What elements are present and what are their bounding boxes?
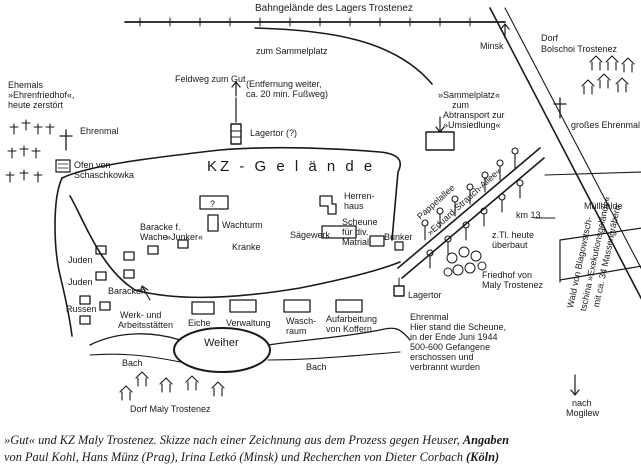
label-ofen-2: Schaschkowka: [74, 170, 135, 180]
label-werk-1: Werk- und: [120, 310, 162, 320]
camp-buildings: [79, 195, 385, 325]
label-wasch-2: raum: [286, 326, 307, 336]
label-sammelplatz-3: Abtransport zur: [443, 110, 505, 120]
label-russen: Russen: [66, 304, 97, 314]
friedhof-trees: [443, 246, 487, 277]
camp-boundary: [61, 147, 402, 241]
label-ehrenmal-right: Ehrenmal: [410, 312, 449, 322]
label-zum-sammelplatz: zum Sammelplatz: [256, 46, 328, 56]
label-bach-right: Bach: [306, 362, 327, 372]
road-to-sammelplatz: [254, 27, 433, 85]
label-ehemals-3: heute zerstört: [8, 100, 64, 110]
label-dorf-maly: Dorf Maly Trostenez: [130, 404, 211, 414]
caption-line-2: von Paul Kohl, Hans Münz (Prag), Irina L…: [4, 449, 640, 466]
maly-village-houses: [119, 371, 225, 401]
label-eiche: Eiche: [188, 318, 211, 328]
ehrenfriedhof-crosses: [5, 119, 55, 183]
label-sammelplatz-4: »Umsiedlung«: [443, 120, 501, 130]
label-muellhalde: Müllhalde: [584, 201, 623, 211]
label-km13: km 13: [516, 210, 541, 220]
label-entfernung-1: (Entfernung weiter,: [246, 79, 322, 89]
label-minsk: Minsk: [480, 41, 504, 51]
label-bunker: Bunker: [384, 232, 413, 242]
label-verwaltung: Verwaltung: [226, 318, 271, 328]
caption-line-1-bold: Angaben: [462, 433, 510, 447]
label-aufarbeitung-2: von Koffern: [326, 324, 372, 334]
label-juden-1: Juden: [68, 255, 93, 265]
label-kz-gelaende: KZ - G e l ä n d e: [207, 158, 376, 175]
label-werk-2: Arbeitsstätten: [118, 320, 174, 330]
label-nach-1: nach: [572, 398, 592, 408]
label-friedhof-1: Friedhof von: [482, 270, 533, 280]
caption-line-2-bold: (Köln): [466, 450, 500, 464]
label-ofen-1: Ofen von: [74, 160, 111, 170]
label-baracke-wache-2: Wache: [140, 232, 168, 242]
label-ehemals-1: Ehemals: [8, 80, 44, 90]
label-weiher: Weiher: [204, 337, 239, 349]
pond: [173, 327, 271, 373]
label-ueberbaut-1: z.Tl. heute: [492, 230, 535, 240]
bolschoi-village-houses: [581, 55, 635, 95]
label-ehrenmal-text-3: 500-600 Gefangene: [410, 342, 491, 352]
road-to-minsk: [489, 7, 641, 300]
label-ehrenmal-text-5: verbrannt wurden: [410, 362, 481, 372]
label-bahngelaende: Bahngelände des Lagers Trostenez: [255, 3, 413, 14]
label-grosses-ehrenmal: großes Ehrenmal: [571, 120, 641, 130]
label-lagertor: Lagertor: [408, 290, 442, 300]
label-bach-left: Bach: [122, 358, 143, 368]
sammelplatz-box: [425, 131, 455, 151]
label-lagertor-q: Lagertor (?): [250, 128, 298, 138]
label-juden-2: Juden: [68, 277, 93, 287]
ofen-marker: [55, 159, 71, 173]
label-ehrenmal-left: Ehrenmal: [80, 126, 119, 136]
label-baracke-wache-1: Baracke f.: [140, 222, 181, 232]
forest-boundary: [559, 227, 641, 283]
label-herrenhaus-1: Herren-: [344, 191, 375, 201]
label-ehrenmal-text-2: in der Ende Juni 1944: [410, 332, 498, 342]
label-entfernung-2: ca. 20 min. Fußweg): [246, 89, 329, 99]
label-feldweg: Feldweg zum Gut: [175, 74, 246, 84]
label-aufarbeitung-1: Aufarbeitung: [326, 314, 378, 324]
label-ehemals-2: »Ehrenfriedhof«,: [8, 90, 75, 100]
label-scheune-div-1: Scheune: [342, 217, 378, 227]
caption-line-1: »Gut« und KZ Maly Trostenez. Skizze nach…: [4, 432, 640, 449]
label-saegewerk: Sägewerk: [290, 230, 331, 240]
label-baracke-wache-3: »Junker«: [166, 232, 204, 242]
pappelallee-road: [397, 147, 541, 269]
label-scheune-div-3: Matrial: [342, 237, 370, 247]
label-friedhof-2: Maly Trostenez: [482, 280, 544, 290]
map-caption: »Gut« und KZ Maly Trostenez. Skizze nach…: [4, 432, 640, 466]
label-wasch-1: Wasch-: [286, 316, 317, 326]
stream: [89, 327, 411, 346]
label-ehrenmal-text-1: Hier stand die Scheune,: [410, 322, 507, 332]
label-ueberbaut-2: überbaut: [492, 240, 528, 250]
caption-line-1-text: »Gut« und KZ Maly Trostenez. Skizze nach…: [4, 433, 463, 447]
caption-line-2-text: von Paul Kohl, Hans Münz (Prag), Irina L…: [4, 450, 467, 464]
label-wachturm: Wachturm: [222, 220, 263, 230]
label-herrenhaus-2: haus: [344, 201, 364, 211]
label-baracken: Baracken: [108, 286, 147, 296]
label-nach-2: Mogilew: [566, 408, 600, 418]
watchtower-mark: ?: [210, 199, 215, 209]
label-dorf-bolschoi-1: Dorf: [541, 33, 559, 43]
label-dorf-bolschoi-2: Bolschoi Trostenez: [541, 44, 618, 54]
label-kranke: Kranke: [232, 242, 261, 252]
label-scheune-div-2: für div.: [342, 227, 369, 237]
label-sammelplatz-2: zum: [452, 100, 470, 110]
label-sammelplatz-1: »Sammelplatz«: [438, 90, 501, 100]
label-ehrenmal-text-4: erschossen und: [410, 352, 474, 362]
